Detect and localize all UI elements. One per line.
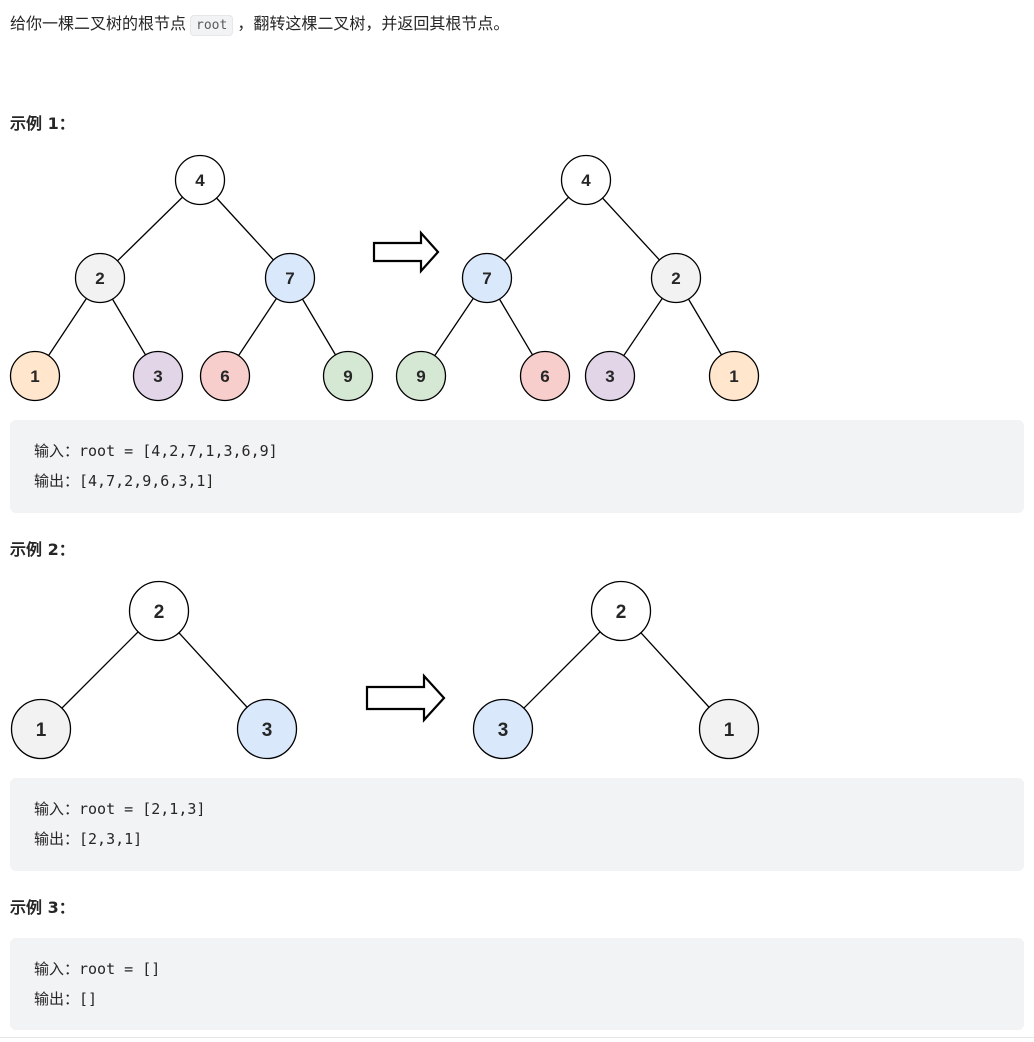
right-arrow-icon — [365, 673, 446, 723]
tree-node: 1 — [698, 698, 760, 760]
svg-text:1: 1 — [36, 720, 47, 741]
inline-code-root: root — [190, 15, 234, 36]
right-arrow-icon — [372, 230, 440, 274]
tree-node: 4 — [560, 154, 612, 206]
example-2-heading: 示例 2： — [10, 540, 75, 559]
tree-node: 2 — [590, 580, 652, 642]
tree-node: 6 — [199, 350, 251, 402]
example-2-input: 输入：root = [2,1,3] — [34, 800, 206, 818]
tree-node: 4 — [174, 154, 226, 206]
tree-node: 2 — [74, 252, 126, 304]
svg-text:1: 1 — [724, 720, 735, 741]
svg-text:2: 2 — [154, 602, 165, 623]
tree-node: 7 — [264, 252, 316, 304]
svg-text:7: 7 — [285, 269, 294, 288]
bottom-divider — [0, 1037, 1034, 1038]
svg-text:3: 3 — [498, 720, 509, 741]
svg-text:9: 9 — [416, 367, 425, 386]
example-3-input: 输入：root = [] — [34, 960, 161, 978]
tree-node: 3 — [472, 698, 534, 760]
svg-text:6: 6 — [220, 367, 229, 386]
svg-text:2: 2 — [671, 269, 680, 288]
example-1-code-block: 输入：root = [4,2,7,1,3,6,9] 输出：[4,7,2,9,6,… — [10, 420, 1024, 513]
tree-node: 7 — [461, 252, 513, 304]
svg-text:2: 2 — [616, 602, 627, 623]
example-3-output: 输出：[] — [34, 990, 98, 1008]
tree-node: 6 — [519, 350, 571, 402]
example-3-heading: 示例 3： — [10, 898, 75, 917]
tree-node: 3 — [132, 350, 184, 402]
example-1-heading: 示例 1： — [10, 114, 75, 133]
svg-text:9: 9 — [343, 367, 352, 386]
tree-node: 9 — [395, 350, 447, 402]
example-1-input: 输入：root = [4,2,7,1,3,6,9] — [34, 442, 278, 460]
tree-node: 2 — [128, 580, 190, 642]
example-3-code-block: 输入：root = [] 输出：[] — [10, 938, 1024, 1030]
description-text-end: ，翻转这棵二叉树，并返回其根节点。 — [237, 14, 510, 33]
example-2-output: 输出：[2,3,1] — [34, 830, 143, 848]
svg-text:2: 2 — [95, 269, 104, 288]
tree-node: 1 — [9, 350, 61, 402]
svg-text:1: 1 — [30, 367, 39, 386]
example-2-code-block: 输入：root = [2,1,3] 输出：[2,3,1] — [10, 778, 1024, 871]
tree-node: 1 — [708, 350, 760, 402]
svg-text:3: 3 — [262, 720, 273, 741]
example-1-diagram: 4 2 7 1 3 6 9 4 7 2 9 6 3 1 — [9, 154, 760, 402]
example-2-diagram: 2 1 3 2 3 1 — [10, 580, 760, 760]
svg-text:4: 4 — [581, 171, 591, 190]
svg-text:7: 7 — [482, 269, 491, 288]
tree-node: 3 — [584, 350, 636, 402]
tree-node: 3 — [236, 698, 298, 760]
example-1-output: 输出：[4,7,2,9,6,3,1] — [34, 472, 215, 490]
tree-node: 9 — [322, 350, 374, 402]
svg-text:1: 1 — [729, 367, 738, 386]
tree-node: 1 — [10, 698, 72, 760]
tree-node: 2 — [650, 252, 702, 304]
description-text-start: 给你一棵二叉树的根节点 — [10, 14, 187, 33]
svg-text:3: 3 — [153, 367, 162, 386]
svg-text:3: 3 — [605, 367, 614, 386]
svg-text:4: 4 — [195, 171, 205, 190]
svg-text:6: 6 — [540, 367, 549, 386]
